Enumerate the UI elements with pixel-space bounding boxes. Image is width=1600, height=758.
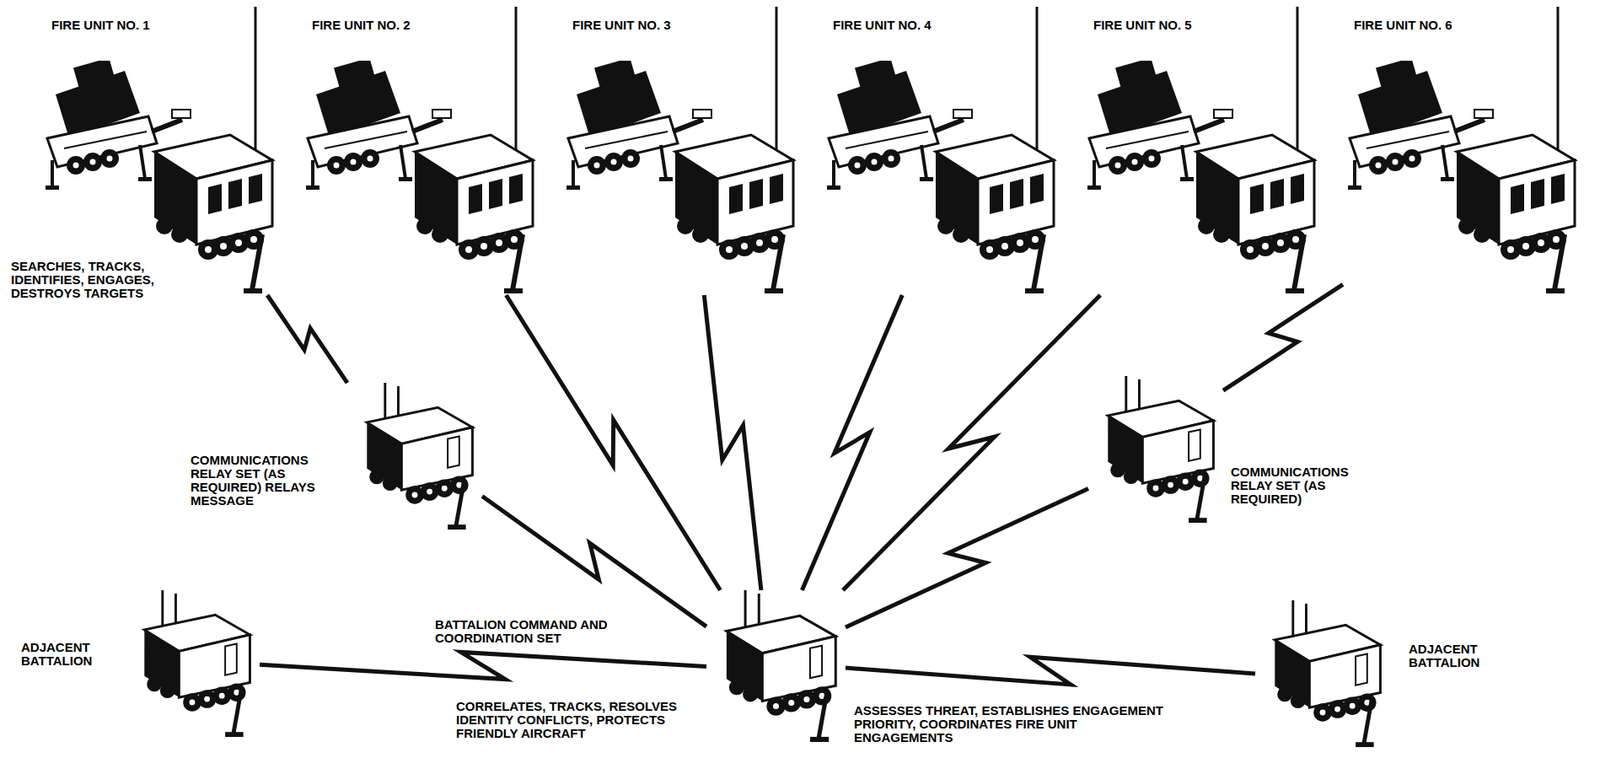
fire-unit: FIRE UNIT NO. 5: [1082, 60, 1323, 296]
fire-unit: FIRE UNIT NO. 6: [1342, 60, 1584, 296]
function-note: ASSESSES THREAT, ESTABLISHES ENGAGEMENT …: [853, 703, 1167, 745]
adjacent-battalion: ADJACENT BATTALION: [1255, 600, 1391, 749]
adjacent-battalion: ADJACENT BATTALION: [124, 590, 260, 739]
adjacent-battalion-label: ADJACENT BATTALION: [1407, 642, 1503, 670]
fire-unit: FIRE UNIT NO. 2: [300, 60, 542, 296]
function-note: CORRELATES, TRACKS, RESOLVES IDENTITY CO…: [455, 699, 678, 741]
command-truck: [726, 590, 836, 742]
relay-truck: [1107, 375, 1214, 523]
radio-link: [842, 295, 1101, 591]
relay-set: COMMUNICATIONS RELAY SET (AS REQUIRED): [1088, 375, 1224, 525]
fire-unit: FIRE UNIT NO. 3: [561, 60, 802, 296]
function-note: SEARCHES, TRACKS, IDENTIFIES, ENGAGES, D…: [10, 259, 181, 301]
fire-unit-label: FIRE UNIT NO. 5: [1092, 18, 1193, 33]
fire-unit-label: FIRE UNIT NO. 3: [571, 18, 672, 33]
radio-link: [703, 295, 762, 591]
battalion-truck: [144, 590, 250, 737]
fire-unit-label: FIRE UNIT NO. 4: [832, 18, 933, 33]
fire-unit: FIRE UNIT NO. 1SEARCHES, TRACKS, IDENTIF…: [40, 60, 281, 296]
relay-set-label: COMMUNICATIONS RELAY SET (AS REQUIRED): [1229, 465, 1375, 506]
radio-link: [259, 651, 707, 679]
radio-link: [845, 488, 1089, 628]
relay-set-label: COMMUNICATIONS RELAY SET (AS REQUIRED) R…: [189, 453, 335, 508]
fire-unit-label: FIRE UNIT NO. 6: [1353, 18, 1454, 33]
command-set: BATTALION COMMAND AND COORDINATION SETCO…: [706, 590, 846, 744]
radio-link: [1223, 284, 1343, 391]
radar-truck: [1196, 134, 1315, 294]
shelters: [144, 375, 1380, 747]
radar-truck: [935, 134, 1054, 294]
radar-truck: [675, 134, 794, 294]
battalion-truck: [1274, 600, 1380, 747]
fire-unit-label: FIRE UNIT NO. 1: [50, 18, 151, 33]
fire-unit-label: FIRE UNIT NO. 2: [311, 18, 412, 33]
radar-truck: [1456, 134, 1575, 294]
radars: [154, 134, 1575, 294]
radar-truck: [414, 134, 533, 294]
relay-truck: [366, 382, 473, 530]
radio-link: [267, 295, 348, 383]
command-set-label: BATTALION COMMAND AND COORDINATION SET: [434, 617, 639, 645]
adjacent-battalion-label: ADJACENT BATTALION: [20, 640, 115, 668]
radio-link: [845, 656, 1256, 685]
relay-set: COMMUNICATIONS RELAY SET (AS REQUIRED) R…: [347, 382, 483, 532]
radio-link: [505, 295, 720, 591]
fire-unit: FIRE UNIT NO. 4: [821, 60, 1063, 296]
